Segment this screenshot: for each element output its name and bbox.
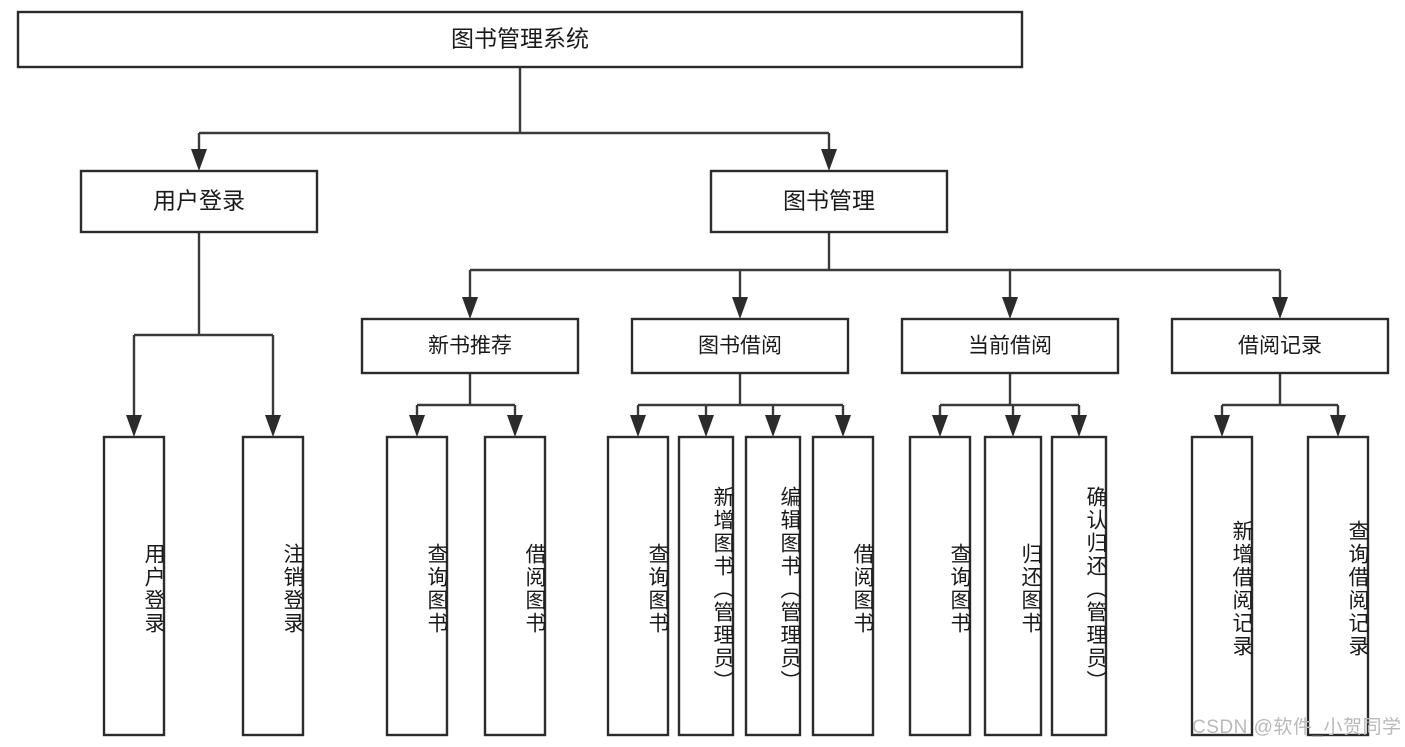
node-leaf-query-book-3[interactable] [908, 435, 972, 737]
node-book-borrow[interactable] [630, 317, 850, 375]
bookmanage-to-level3-arrow-1 [732, 297, 748, 319]
node-user-login-label: 用户登录 [153, 188, 245, 214]
node-current-borrow-label: 当前借阅 [968, 335, 1052, 358]
level3-current-borrow-to-leaf-arrow-1 [1005, 415, 1021, 437]
node-current-borrow[interactable] [900, 317, 1120, 375]
node-leaf-borrow-book-1[interactable] [483, 435, 547, 737]
level3-new-book-recommend-to-leaf-arrow-1 [507, 415, 523, 437]
userlogin-to-leaf-arrow-0 [126, 415, 142, 437]
level3-book-borrow-to-leaf-arrow-2 [765, 415, 781, 437]
userlogin-to-leaf-arrow-1 [265, 415, 281, 437]
node-leaf-confirm-return[interactable] [1050, 435, 1108, 737]
level3-book-borrow-to-leaf-arrow-1 [698, 415, 714, 437]
node-leaf-logout[interactable] [241, 435, 305, 737]
node-book-manage[interactable] [709, 169, 949, 234]
node-new-book-recommend[interactable] [360, 317, 580, 375]
node-leaf-query-record[interactable] [1306, 435, 1370, 737]
node-leaf-user-login[interactable] [102, 435, 166, 737]
node-borrow-record-label: 借阅记录 [1238, 335, 1322, 358]
node-leaf-add-record[interactable] [1190, 435, 1254, 737]
level3-borrow-record-to-leaf-arrow-0 [1214, 415, 1230, 437]
root-to-level2-arrow-0 [191, 149, 207, 171]
csdn-watermark: CSDN @软件_小贺同学 [1192, 717, 1402, 738]
node-new-book-recommend-label: 新书推荐 [428, 335, 512, 358]
level3-book-borrow-to-leaf-arrow-3 [835, 415, 851, 437]
node-borrow-record[interactable] [1170, 317, 1390, 375]
root-to-level2-arrow-1 [821, 149, 837, 171]
node-leaf-return-book[interactable] [983, 435, 1043, 737]
node-leaf-borrow-book-2[interactable] [811, 435, 875, 737]
level3-current-borrow-to-leaf-arrow-0 [932, 415, 948, 437]
node-leaf-query-book-2[interactable] [606, 435, 670, 737]
node-book-manage-label: 图书管理 [783, 188, 875, 214]
node-leaf-add-book[interactable] [677, 435, 735, 737]
connectors-layer [126, 67, 1346, 437]
level3-new-book-recommend-to-leaf-arrow-0 [409, 415, 425, 437]
node-root-label: 图书管理系统 [451, 26, 589, 52]
bookmanage-to-level3-arrow-3 [1272, 297, 1288, 319]
node-leaf-query-book-1[interactable] [385, 435, 449, 737]
node-root[interactable] [16, 10, 1024, 69]
node-leaf-edit-book[interactable] [744, 435, 802, 737]
level3-current-borrow-to-leaf-arrow-2 [1071, 415, 1087, 437]
level3-borrow-record-to-leaf-arrow-1 [1330, 415, 1346, 437]
bookmanage-to-level3-arrow-2 [1002, 297, 1018, 319]
bookmanage-to-level3-arrow-0 [462, 297, 478, 319]
level3-book-borrow-to-leaf-arrow-0 [630, 415, 646, 437]
node-book-borrow-label: 图书借阅 [698, 335, 782, 358]
node-user-login[interactable] [79, 169, 319, 234]
